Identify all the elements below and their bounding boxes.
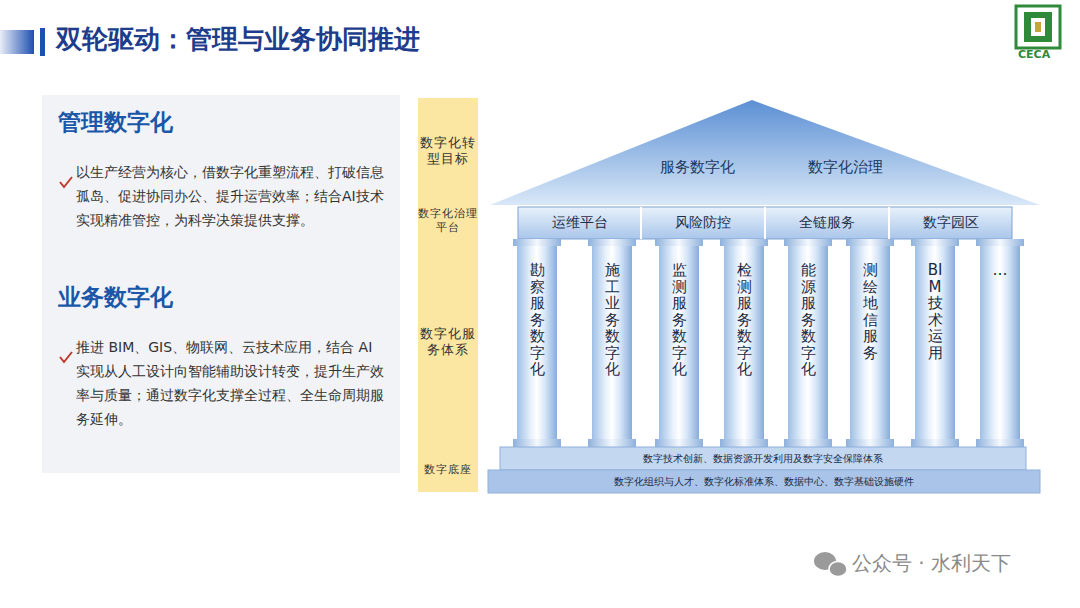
text-section: 业务数字化推进 BIM、GIS、物联网、云技术应用，结合 AI 实现从人工设计向… xyxy=(42,283,400,463)
level-band: 数字化服务体系 xyxy=(418,238,478,446)
roof xyxy=(490,100,1040,205)
level-band: 数字底座 xyxy=(418,448,478,492)
node-text: 数字技术创新、数据资源开发利用及数字安全保障体系 xyxy=(643,452,883,466)
base-step xyxy=(500,447,1026,470)
pillar: … xyxy=(980,246,1020,439)
node-text: 运维平台 xyxy=(552,214,608,232)
section-heading: 管理数字化 xyxy=(58,108,386,138)
node-text: 能源服务数字化 xyxy=(801,262,816,378)
logo-text: CECA xyxy=(1018,48,1050,61)
node-text: 数字底座 xyxy=(424,463,472,477)
base-step xyxy=(488,470,1040,493)
node-text: 勘察服务数字化 xyxy=(530,262,545,378)
pillar: 能源服务数字化 xyxy=(788,246,828,439)
pillar: 监测服务数字化 xyxy=(659,246,699,439)
column-capitals xyxy=(513,239,1024,447)
text-panel xyxy=(42,95,400,473)
node-text: 全链服务 xyxy=(799,214,855,232)
base-step: 数字技术创新、数据资源开发利用及数字安全保障体系 xyxy=(500,447,1026,470)
node-text: BIM技术运用 xyxy=(928,262,943,361)
level-column xyxy=(418,98,478,492)
beam-cell: 运维平台 xyxy=(518,207,641,239)
node-text: 服务数字化 xyxy=(660,158,735,177)
roof-area: 服务数字化 数字化治理 xyxy=(490,100,1040,205)
level-band: 数字化治理平台 xyxy=(418,206,478,236)
header-bar xyxy=(40,28,45,56)
node-text: 施工业务数字化 xyxy=(605,262,620,378)
beam-cell: 风险防控 xyxy=(641,207,765,239)
pillar: BIM技术运用 xyxy=(915,246,955,439)
base-step: 数字化组织与人才、数字化标准体系、数据中心、数字基础设施硬件 xyxy=(488,470,1040,493)
node-text: 测绘地信服务 xyxy=(863,262,878,361)
text-section: 管理数字化以生产经营为核心，借数字化重塑流程、打破信息孤岛、促进协同办公、提升运… xyxy=(42,108,400,273)
beam xyxy=(518,207,1012,239)
node-text: 数字化组织与人才、数字化标准体系、数据中心、数字基础设施硬件 xyxy=(614,475,914,489)
beam-divider xyxy=(640,207,642,239)
beam-divider xyxy=(764,207,766,239)
logo xyxy=(1016,6,1060,48)
node-text: 检测服务数字化 xyxy=(737,262,752,378)
level-band: 数字化转型目标 xyxy=(418,98,478,204)
diagram-title: 双轮驱动：管理与业务协同推进 xyxy=(56,22,420,57)
node-text: … xyxy=(993,262,1008,279)
beam-divider xyxy=(888,207,890,239)
wechat-icon xyxy=(814,552,847,577)
pillar: 检测服务数字化 xyxy=(724,246,764,439)
node-text: 数字化治理 xyxy=(808,158,883,177)
pillar: 施工业务数字化 xyxy=(592,246,632,439)
node-text: 数字化治理平台 xyxy=(418,207,478,235)
beam-cell: 全链服务 xyxy=(765,207,889,239)
pillar: 勘察服务数字化 xyxy=(517,246,557,439)
node-text: 监测服务数字化 xyxy=(672,262,687,378)
node-text: 数字化转型目标 xyxy=(418,135,478,168)
section-body: 以生产经营为核心，借数字化重塑流程、打破信息孤岛、促进协同办公、提升运营效率；结… xyxy=(58,160,386,232)
watermark: 公众号 · 水利天下 xyxy=(852,550,1011,577)
section-heading: 业务数字化 xyxy=(58,283,386,313)
header-bar xyxy=(0,30,34,54)
pillar: 测绘地信服务 xyxy=(850,246,890,439)
check-mark xyxy=(60,352,72,362)
section-body: 推进 BIM、GIS、物联网、云技术应用，结合 AI 实现从人工设计向智能辅助设… xyxy=(58,335,386,431)
node-text: 数字园区 xyxy=(923,214,979,232)
node-text: 数字化服务体系 xyxy=(418,326,478,359)
node-text: 风险防控 xyxy=(675,214,731,232)
beam-cell: 数字园区 xyxy=(889,207,1012,239)
check-mark xyxy=(60,177,72,187)
